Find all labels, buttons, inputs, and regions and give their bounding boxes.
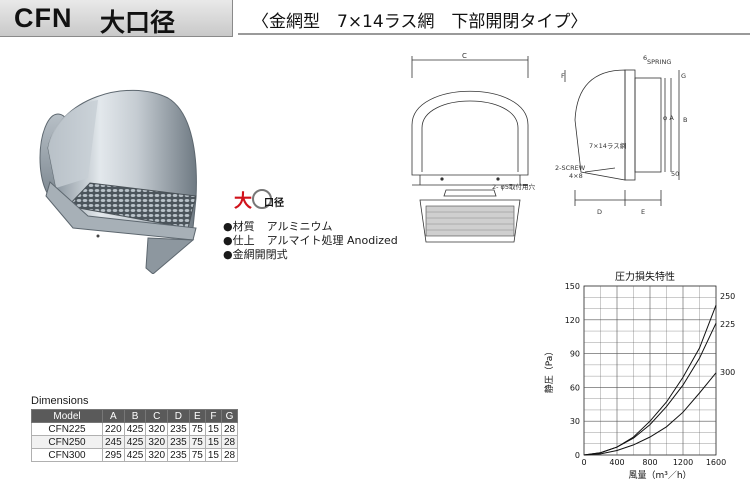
col-header-model: Model <box>31 409 103 423</box>
col-header-c: C <box>145 409 169 423</box>
model-name: 大口径 <box>100 8 176 37</box>
logo-char-rest: 口径 <box>264 196 284 209</box>
side-view-drawing: 6 F SPRING G φ A B 7×14ラス網 2-SCREW 4×8 5… <box>555 54 687 216</box>
pressure-loss-chart: 圧力損失特性 0 30 60 90 120 150 0 400 800 1200 1600 250 2… <box>543 270 735 481</box>
model-title-box: CFN 大口径 <box>0 0 233 37</box>
chart-ytick-label: 0 <box>575 451 580 460</box>
dimensions-title: Dimensions <box>31 395 89 407</box>
chart-series-line-300 <box>583 372 717 456</box>
dim-label-f: F <box>561 72 565 80</box>
dimensions-table: Model A B C D E F G CFN225 220 425 320 2… <box>31 409 239 462</box>
product-photo <box>39 89 197 274</box>
spec-list: ●材質アルミニウム ●仕上アルマイト処理 Anodized ●金網開閉式 <box>223 220 398 262</box>
dim-label-a: φ A <box>663 114 674 122</box>
dim-label-50: 50 <box>671 170 679 178</box>
spec-row-material: ●材質アルミニウム <box>223 220 333 233</box>
dim-label-g: G <box>681 72 686 80</box>
chart-xtick-label: 1200 <box>673 458 693 467</box>
chart-ytick-label: 120 <box>565 316 580 325</box>
dim-label-e: E <box>641 208 645 216</box>
chart-xtick-label: 1600 <box>706 458 726 467</box>
chart-xtick-label: 0 <box>581 458 586 467</box>
spring-label: SPRING <box>647 58 671 66</box>
col-header-e: E <box>188 409 206 423</box>
chart-ytick-label: 30 <box>570 417 580 426</box>
dim-label-c: C <box>462 52 467 60</box>
screw-label: 2-SCREW <box>555 164 586 172</box>
table-row: CFN250 245 425 320 235 75 15 28 <box>31 435 239 449</box>
screw-size-label: 4×8 <box>569 172 583 180</box>
front-view-drawing: C 2- φ5取付用穴 <box>411 52 535 243</box>
page-header: CFN 大口径 〈金網型 7×14ラス網 下部開閉タイプ〉 <box>0 0 750 37</box>
product-subtitle: 〈金網型 7×14ラス網 下部開閉タイプ〉 <box>252 12 588 32</box>
chart-ytick-label: 90 <box>570 350 580 359</box>
chart-xlabel: 風量（m³／h） <box>628 470 691 481</box>
chart-ylabel: 静圧（Pa） <box>543 347 555 394</box>
chart-xtick-label: 800 <box>642 458 657 467</box>
spec-row-finish: ●仕上アルマイト処理 Anodized <box>223 234 398 247</box>
mounting-hole-label: 2- φ5取付用穴 <box>492 182 535 191</box>
chart-series-label-250: 250 <box>720 292 735 301</box>
chart-xtick-label: 400 <box>609 458 624 467</box>
chart-series-line-225 <box>583 322 717 456</box>
col-header-a: A <box>102 409 125 423</box>
chart-series-label-225: 225 <box>720 320 735 329</box>
chart-series-label-300: 300 <box>720 368 735 377</box>
logo-char-big: 大 <box>234 190 252 212</box>
header-divider <box>238 33 750 35</box>
large-diameter-logo: 大 口径 <box>234 189 284 212</box>
chart-ytick-label: 60 <box>570 383 580 392</box>
table-row: CFN225 220 425 320 235 75 15 28 <box>31 422 239 436</box>
spec-finish-value: アルマイト処理 Anodized <box>266 234 398 247</box>
table-row: CFN300 295 425 320 235 75 15 28 <box>31 448 239 462</box>
dim-label-6: 6 <box>643 54 647 62</box>
col-header-g: G <box>220 409 239 423</box>
chart-title: 圧力損失特性 <box>615 270 675 283</box>
table-header-row: Model A B C D E F G <box>31 409 239 423</box>
spec-row-mesh: ●金網開閉式 <box>223 248 288 261</box>
spec-material-value: アルミニウム <box>266 220 333 233</box>
col-header-d: D <box>167 409 190 423</box>
mesh-label: 7×14ラス網 <box>589 141 627 150</box>
model-code: CFN <box>14 3 73 33</box>
dim-label-d: D <box>597 208 602 216</box>
col-header-f: F <box>204 409 223 423</box>
col-header-b: B <box>123 409 147 423</box>
dim-label-b: B <box>683 116 687 124</box>
chart-ytick-label: 150 <box>565 282 580 291</box>
